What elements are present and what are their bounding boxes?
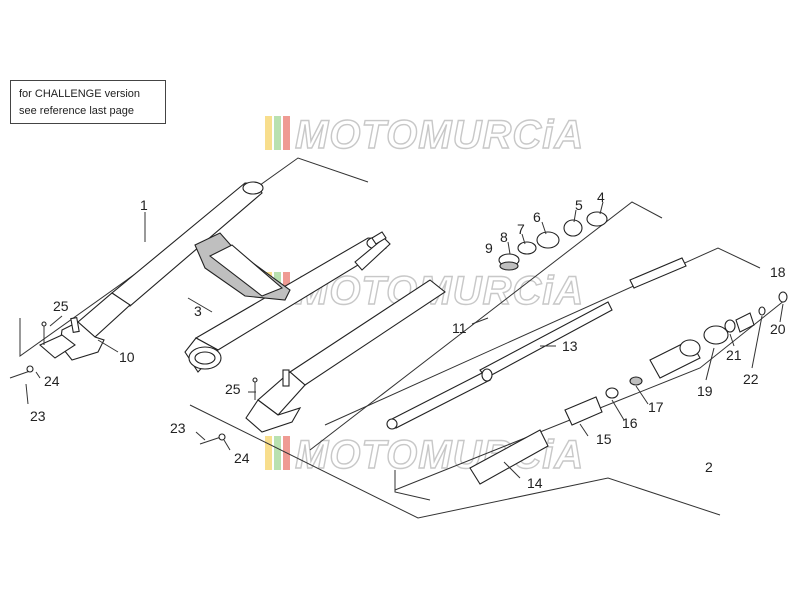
- callout-label: 14: [527, 475, 543, 491]
- callout-label: 11: [452, 320, 467, 336]
- damper-rod: [386, 257, 687, 430]
- callout-label: 23: [170, 420, 186, 436]
- bracket-2: [189, 404, 721, 519]
- callout-label: 22: [743, 371, 759, 387]
- callout-label: 25: [53, 298, 69, 314]
- callout-label: 19: [697, 383, 713, 399]
- callout-label: 23: [30, 408, 46, 424]
- fork-leg-lower: [9, 279, 446, 445]
- leader-lines: [25, 201, 784, 479]
- callout-label: 10: [119, 349, 135, 365]
- callout-label: 2: [705, 459, 713, 475]
- callout-label: 6: [533, 209, 541, 225]
- watermark-text: MOTOMURCiA: [295, 433, 584, 477]
- callout-label: 9: [485, 240, 493, 256]
- spring-spacer: [469, 376, 643, 485]
- callout-label: 17: [648, 399, 664, 415]
- note-line-1: for CHALLENGE version: [19, 88, 141, 100]
- note-box: for CHALLENGE version see reference last…: [10, 80, 166, 124]
- callout-label: 1: [140, 197, 148, 213]
- callout-label: 7: [517, 221, 525, 237]
- parts-row-4-9: [498, 211, 608, 271]
- callout-label: 24: [234, 450, 250, 466]
- callout-label: 18: [770, 264, 786, 280]
- watermark-text: MOTOMURCiA: [295, 113, 584, 157]
- fork-assembly-upper: [38, 181, 391, 373]
- callout-label: 24: [44, 373, 60, 389]
- callout-label: 3: [194, 303, 202, 319]
- bracket-18: [394, 299, 786, 491]
- bracket-right: [394, 470, 431, 501]
- callout-label: 5: [575, 197, 583, 213]
- watermark-3: MOTOMURCiA: [265, 432, 584, 478]
- cap-assembly: [649, 291, 788, 379]
- note-line-2: see reference last page: [19, 105, 134, 117]
- callout-label: 25: [225, 381, 241, 397]
- callout-label: 4: [597, 189, 605, 205]
- callout-label: 21: [726, 347, 742, 363]
- watermark-1: MOTOMURCiA: [265, 112, 584, 158]
- callout-label: 16: [622, 415, 638, 431]
- callouts: 1 2 3 4 5 6 7 8 9 10 11 13 14 15 16 17 1…: [30, 189, 786, 491]
- callout-label: 20: [770, 321, 786, 337]
- bracket-11: [309, 201, 663, 451]
- bracket-13: [324, 247, 761, 426]
- callout-label: 8: [500, 229, 508, 245]
- callout-label: 13: [562, 338, 578, 354]
- callout-label: 15: [596, 431, 612, 447]
